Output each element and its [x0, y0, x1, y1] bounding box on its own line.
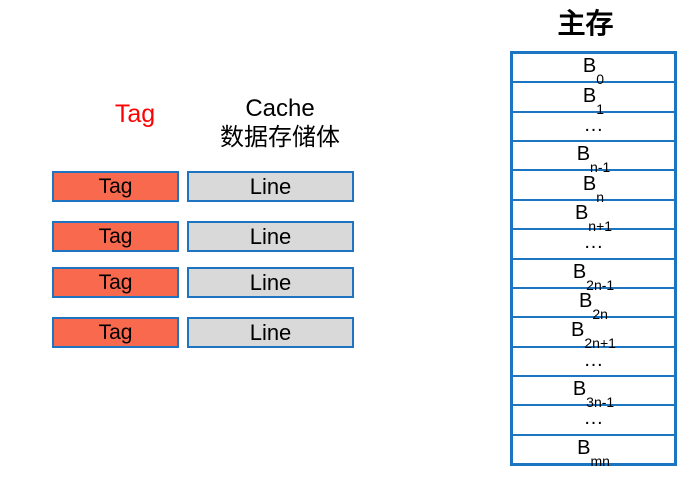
- cache-header-line2: 数据存储体: [220, 124, 340, 151]
- tag-column-header: Tag: [114, 100, 156, 128]
- memory-cell-label: B2n-1: [572, 260, 615, 293]
- memory-cell-subscript: n+1: [588, 217, 613, 234]
- memory-cell: B2n-1: [513, 260, 674, 293]
- memory-cell-subscript: n: [596, 188, 605, 205]
- cache-row: Tag Line: [52, 221, 354, 252]
- cache-row: Tag Line: [52, 317, 354, 348]
- line-box: Line: [187, 221, 354, 252]
- memory-cell-subscript: 2n+1: [584, 335, 616, 352]
- memory-cell-subscript: 0: [596, 71, 605, 88]
- memory-cell-subscript: 2n-1: [586, 276, 615, 293]
- cache-data-store-header: Cache 数据存储体: [190, 94, 370, 152]
- memory-cell-subscript: 2n: [592, 306, 608, 323]
- memory-cell-label: …: [583, 231, 604, 254]
- memory-cell-label: B3n-1: [572, 378, 615, 411]
- memory-cell-ellipsis: …: [513, 348, 674, 377]
- memory-cell-label: B2n+1: [571, 319, 616, 352]
- line-box: Line: [187, 267, 354, 298]
- tag-box-label: Tag: [98, 224, 133, 248]
- line-box: Line: [187, 317, 354, 348]
- memory-cell-label: Bn: [582, 172, 605, 205]
- memory-cell: B0: [513, 54, 674, 88]
- tag-box-label: Tag: [98, 320, 133, 344]
- memory-cell-ellipsis: …: [513, 406, 674, 436]
- memory-cell-label: …: [583, 348, 604, 371]
- tag-box-label: Tag: [98, 174, 133, 198]
- memory-cell-label: B1: [582, 84, 605, 117]
- memory-cell-ellipsis: …: [513, 113, 674, 143]
- memory-cell-subscript: 1: [596, 100, 605, 117]
- memory-cell: Bn: [513, 171, 674, 205]
- line-box: Line: [187, 171, 354, 202]
- line-box-label: Line: [249, 223, 292, 249]
- memory-cell: Bn+1: [513, 201, 674, 234]
- memory-cell-label: Bn+1: [574, 201, 613, 234]
- memory-cell-subscript: mn: [590, 452, 610, 469]
- memory-cell-label: …: [583, 113, 604, 136]
- memory-cell: B1: [513, 83, 674, 117]
- memory-cell-label: B2n: [579, 290, 608, 323]
- memory-cell-label: Bmn: [577, 436, 610, 469]
- memory-cell-subscript: n-1: [590, 159, 611, 176]
- memory-cell: Bmn: [513, 436, 674, 469]
- memory-cell-label: Bn-1: [576, 143, 611, 176]
- cache-row: Tag Line: [52, 171, 354, 202]
- tag-box: Tag: [52, 171, 179, 202]
- memory-cell: B2n: [513, 289, 674, 323]
- main-memory-table: B0 B1 … Bn-1 Bn Bn+1 … B2n-1 B2n B2n+1 ……: [510, 51, 677, 469]
- line-box-label: Line: [249, 173, 292, 199]
- tag-box: Tag: [52, 267, 179, 298]
- tag-box-label: Tag: [98, 270, 133, 294]
- memory-cell-subscript: 3n-1: [586, 394, 615, 411]
- line-box-label: Line: [249, 319, 292, 345]
- memory-cell: B3n-1: [513, 377, 674, 411]
- line-box-label: Line: [249, 269, 292, 295]
- memory-cell: Bn-1: [513, 142, 674, 176]
- memory-cell-label: B0: [582, 55, 605, 88]
- cache-row: Tag Line: [52, 267, 354, 298]
- memory-cell-label: …: [583, 407, 604, 430]
- tag-box: Tag: [52, 221, 179, 252]
- cache-header-line1: Cache: [245, 95, 315, 122]
- memory-cell: B2n+1: [513, 318, 674, 352]
- tag-box: Tag: [52, 317, 179, 348]
- memory-cell-ellipsis: …: [513, 230, 674, 260]
- main-memory-title: 主存: [557, 8, 614, 39]
